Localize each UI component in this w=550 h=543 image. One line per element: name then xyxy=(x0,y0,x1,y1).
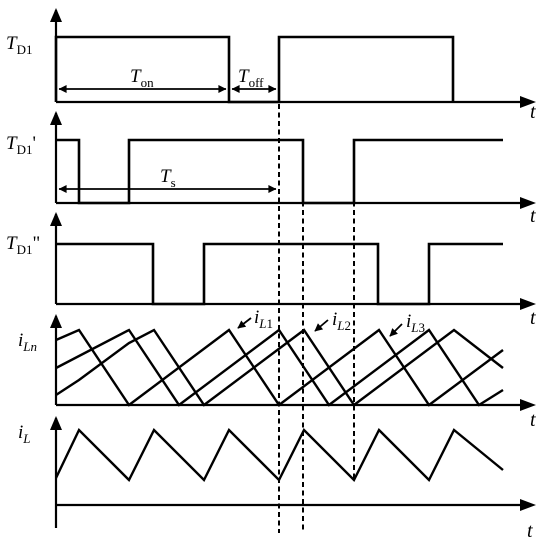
panel-iln: iLn t iL1 iL2 iL3 xyxy=(18,307,536,431)
il2-pointer xyxy=(314,319,329,332)
td1p-t-label: t xyxy=(530,205,536,227)
toff-label: Toff xyxy=(238,66,264,90)
il1-label: iL1 xyxy=(254,307,273,331)
td1pp-x-arrow xyxy=(520,298,536,310)
iln-y-arrow xyxy=(50,314,62,328)
il3-pointer xyxy=(389,323,403,337)
iln-label: iLn xyxy=(18,330,37,354)
il2-label: iL2 xyxy=(332,309,351,333)
il-t-label: t xyxy=(527,520,533,542)
td1p-label: TD1' xyxy=(6,133,36,157)
il-label: iL xyxy=(18,422,31,446)
il3-label: iL3 xyxy=(406,311,425,335)
td1-x-arrow xyxy=(520,96,536,108)
alignment-lines xyxy=(278,104,355,533)
panel-td1-prime: TD1' t Ts xyxy=(6,111,536,227)
td1pp-t-label: t xyxy=(530,307,536,329)
iln-t-label: t xyxy=(530,409,536,431)
td1-y-arrow xyxy=(50,8,62,22)
il3-waveform xyxy=(55,328,504,407)
td1-t-label: t xyxy=(530,101,536,123)
ton-label: Ton xyxy=(130,66,154,90)
td1pp-label: TD1" xyxy=(6,233,40,257)
td1p-y-arrow xyxy=(50,111,62,125)
td1pp-waveform xyxy=(56,242,503,306)
td1pp-y-arrow xyxy=(50,212,62,226)
il-x-arrow xyxy=(520,499,536,511)
panel-td1: TD1 t Ton Toff xyxy=(6,8,536,123)
td1p-x-arrow xyxy=(520,197,536,209)
td1-waveform xyxy=(54,35,455,104)
panel-il: iL t xyxy=(18,416,536,542)
panel-td1-double-prime: TD1" t xyxy=(6,212,536,329)
ts-label: Ts xyxy=(160,166,176,190)
td1-label: TD1 xyxy=(6,33,32,57)
iln-x-arrow xyxy=(520,399,536,411)
il1-pointer xyxy=(237,317,252,329)
il-y-arrow xyxy=(50,416,62,430)
